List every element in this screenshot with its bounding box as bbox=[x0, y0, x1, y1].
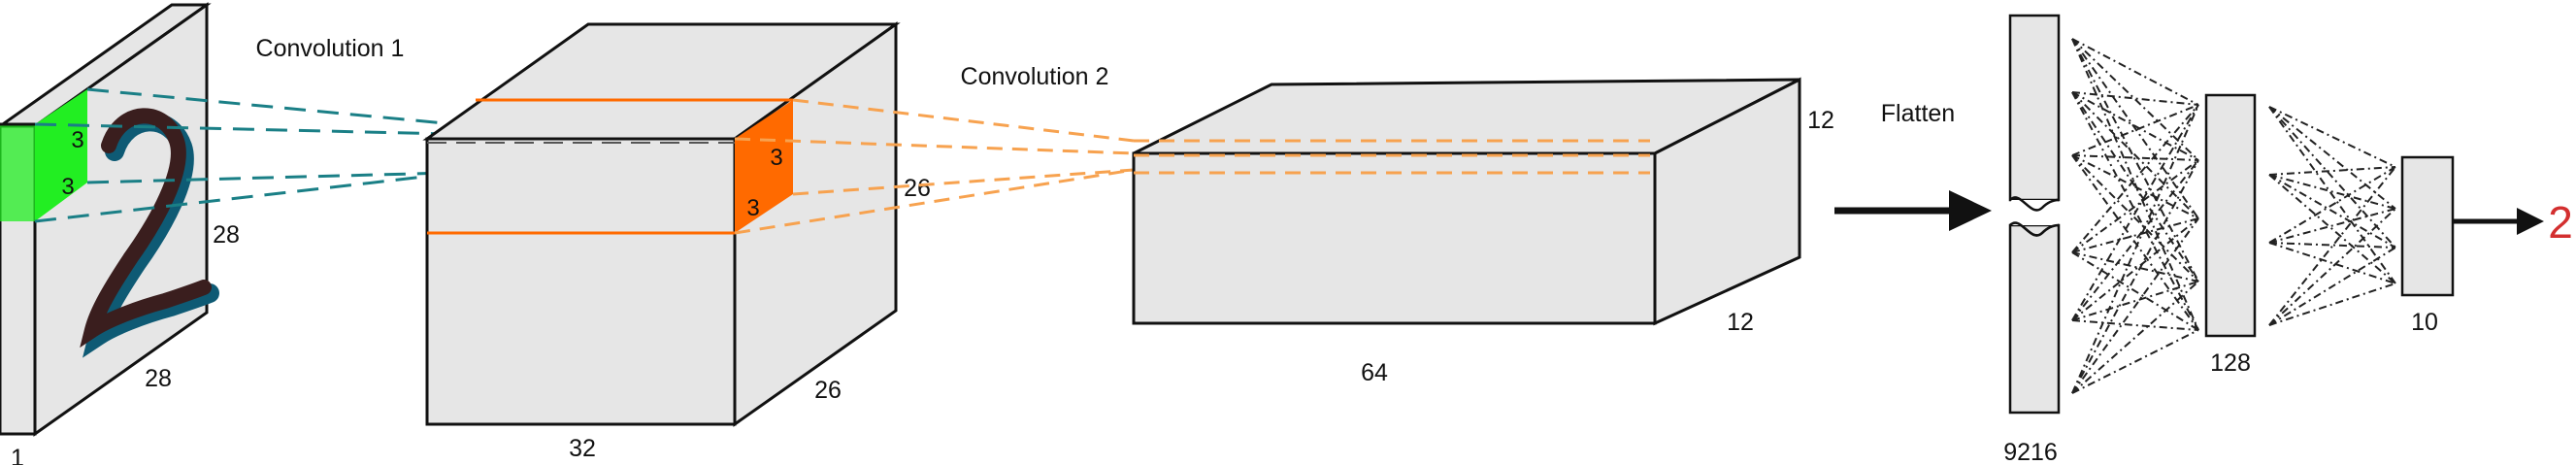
connection-line bbox=[2071, 159, 2199, 253]
conv1-block: 3 3 26 26 32 bbox=[422, 21, 931, 462]
connection-line bbox=[2071, 91, 2199, 282]
input-image-block: 3 3 28 28 1 bbox=[0, 2, 240, 465]
connection-line bbox=[2071, 104, 2199, 253]
connection-line bbox=[2071, 281, 2199, 394]
conv1-width-label: 26 bbox=[814, 377, 842, 404]
connection-line bbox=[2268, 242, 2396, 284]
hidden-layer: 128 bbox=[2204, 93, 2257, 377]
connection-line bbox=[2071, 217, 2199, 321]
connection-line bbox=[2071, 251, 2199, 282]
output-units-label: 10 bbox=[2411, 309, 2438, 336]
connection-line bbox=[2071, 38, 2199, 219]
conv1-kernel-patch bbox=[735, 100, 793, 233]
connection-line bbox=[2071, 91, 2199, 161]
conv1-label: Convolution 1 bbox=[256, 35, 405, 62]
connection-line bbox=[2268, 174, 2396, 284]
flatten-layer-bottom bbox=[2008, 223, 2061, 415]
digit-2-image bbox=[80, 108, 219, 358]
connection-line bbox=[2071, 217, 2199, 394]
flatten-label: Flatten bbox=[1881, 100, 1955, 127]
input-height-label: 28 bbox=[213, 221, 240, 249]
conv2-front-face bbox=[1132, 151, 1657, 325]
connection-line bbox=[2071, 281, 2199, 321]
conv1-kernel-w-label: 3 bbox=[770, 145, 782, 171]
conv2-channels-label: 64 bbox=[1361, 359, 1388, 386]
connection-line bbox=[2268, 208, 2396, 244]
conv2-side-face bbox=[1653, 77, 1801, 326]
connection-line bbox=[2268, 166, 2396, 244]
connection-line bbox=[2268, 106, 2396, 249]
conv1-channels-label: 32 bbox=[569, 435, 596, 462]
connection-line bbox=[2071, 251, 2199, 331]
conv2-height-label: 12 bbox=[1807, 107, 1834, 134]
conv2-width-label: 12 bbox=[1727, 309, 1754, 336]
input-kernel-w-label: 3 bbox=[71, 127, 83, 153]
connection-line bbox=[2071, 154, 2199, 161]
input-width-label: 28 bbox=[145, 365, 172, 392]
connection-line bbox=[2268, 174, 2396, 210]
connection-line bbox=[2268, 106, 2396, 284]
connection-line bbox=[2268, 242, 2396, 249]
flatten-arrow bbox=[1834, 190, 1992, 231]
dense-connections-1 bbox=[2071, 38, 2199, 394]
connection-line bbox=[2071, 154, 2199, 219]
conv1-height-label: 26 bbox=[904, 175, 931, 202]
dense-connections-2 bbox=[2268, 106, 2396, 326]
connection-line bbox=[2071, 217, 2199, 253]
hidden-layer-rect bbox=[2204, 93, 2257, 338]
connection-line bbox=[2071, 104, 2199, 394]
connection-line bbox=[2268, 166, 2396, 176]
input-kernel-side bbox=[35, 89, 87, 221]
connection-line bbox=[2071, 104, 2199, 156]
flatten-units-label: 9216 bbox=[2003, 439, 2058, 465]
connection-line bbox=[2071, 319, 2199, 331]
connection-line bbox=[2071, 91, 2199, 219]
conv1-front-face bbox=[425, 137, 737, 426]
connection-line bbox=[2071, 38, 2199, 282]
conv2-label: Convolution 2 bbox=[961, 63, 1109, 90]
connection-line bbox=[2071, 38, 2199, 106]
connection-line bbox=[2268, 247, 2396, 326]
output-layer: 10 bbox=[2400, 155, 2455, 336]
hidden-units-label: 128 bbox=[2210, 349, 2251, 377]
connection-line bbox=[2071, 154, 2199, 282]
connection-line bbox=[2071, 38, 2199, 161]
connection-line bbox=[2268, 174, 2396, 249]
input-kernel-front bbox=[0, 124, 35, 221]
conv2-block: 12 12 64 bbox=[1132, 77, 1834, 386]
connection-line bbox=[2268, 106, 2396, 168]
connection-line bbox=[2268, 106, 2396, 210]
connection-line bbox=[2071, 159, 2199, 321]
connection-line bbox=[2071, 91, 2199, 106]
input-depth-label: 1 bbox=[11, 445, 24, 465]
connection-line bbox=[2268, 208, 2396, 326]
flatten-layer: 9216 bbox=[2003, 14, 2061, 465]
flatten-layer-top bbox=[2008, 14, 2061, 202]
output-layer-rect bbox=[2400, 155, 2455, 297]
connection-line bbox=[2071, 104, 2199, 321]
conv1-kernel-h-label: 3 bbox=[746, 195, 759, 221]
input-kernel-h-label: 3 bbox=[61, 174, 74, 200]
prediction-label: 2 bbox=[2548, 197, 2573, 248]
connection-line bbox=[2071, 329, 2199, 394]
input-side-face bbox=[33, 2, 209, 437]
connection-line bbox=[2071, 38, 2199, 331]
connection-line bbox=[2268, 282, 2396, 326]
output-arrow bbox=[2453, 208, 2544, 235]
